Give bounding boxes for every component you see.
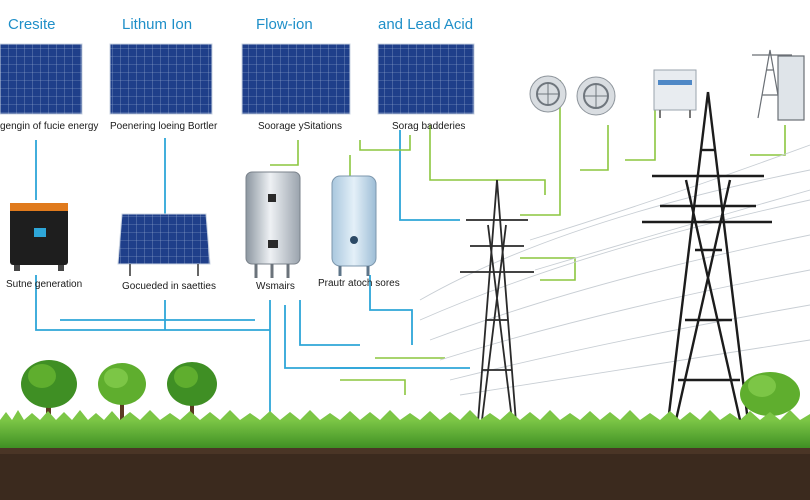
heading-flow-ion: Flow-ion bbox=[256, 16, 313, 33]
top-solar-panels bbox=[0, 43, 475, 115]
panel-label-2: Poenering loeing Bortler bbox=[110, 121, 218, 132]
transmission-tower-icon bbox=[642, 91, 772, 423]
heading-cresite: Cresite bbox=[8, 16, 56, 33]
device-label-4: Prautr atoch sores bbox=[318, 278, 400, 289]
transmission-tower-icon bbox=[460, 179, 534, 423]
water-tank-icon bbox=[331, 175, 377, 276]
panel-label-3: Soorage ySitations bbox=[258, 121, 342, 132]
device-label-3: Wsmairs bbox=[256, 281, 295, 292]
solar-panel-icon bbox=[117, 213, 211, 276]
solar-panel-icon bbox=[109, 43, 213, 115]
power-wires bbox=[419, 144, 810, 396]
heading-lithium-ion: Lithum Ion bbox=[122, 16, 193, 33]
battery-icon bbox=[10, 203, 68, 271]
tree-icon bbox=[98, 363, 146, 424]
blue-connection-lines bbox=[35, 130, 470, 420]
device-label-1: Sutne generation bbox=[6, 279, 83, 290]
substation-icon bbox=[752, 49, 805, 121]
panel-label-1: gengin of fucie energy bbox=[0, 121, 99, 132]
water-tank-icon bbox=[245, 171, 301, 278]
panel-label-4: Sorag badderies bbox=[392, 121, 466, 132]
tree-icon bbox=[740, 372, 800, 426]
tree-icon bbox=[21, 360, 77, 424]
device-label-2: Gocueded in saetties bbox=[122, 281, 216, 292]
ground bbox=[0, 410, 810, 500]
solar-panel-icon bbox=[0, 43, 83, 115]
substation-icon bbox=[653, 69, 697, 118]
solar-panel-icon bbox=[241, 43, 351, 115]
fan-icon bbox=[576, 76, 616, 116]
tree-icon bbox=[167, 362, 217, 424]
fan-icon bbox=[529, 75, 567, 113]
heading-lead-acid: and Lead Acid bbox=[378, 16, 474, 33]
solar-panel-icon bbox=[377, 43, 475, 115]
